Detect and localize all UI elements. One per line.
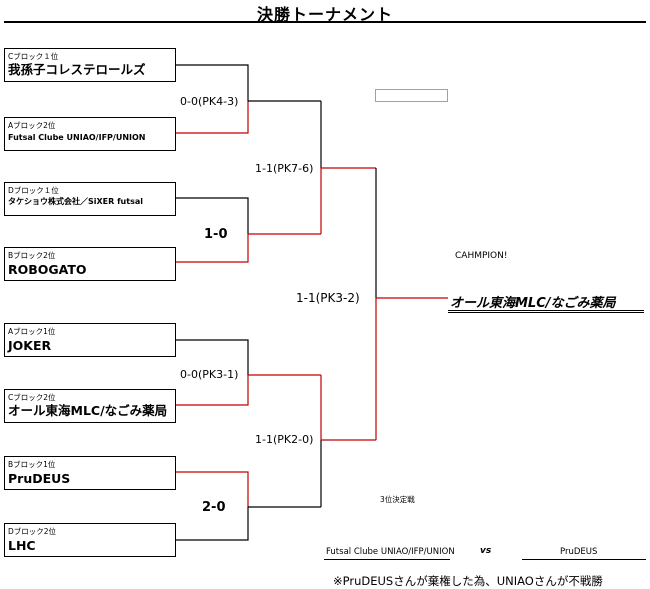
team-block-label: Cブロック１位 xyxy=(8,52,59,61)
score-sf2: 1-1(PK2-0) xyxy=(255,433,314,446)
champion-name: オール東海MLC/なごみ薬局 xyxy=(450,296,616,311)
score-qf4: 2-0 xyxy=(202,500,226,515)
third-place-vs: vs xyxy=(480,546,492,556)
third-place-team-left: Futsal Clube UNIAO/IFP/UNION xyxy=(326,547,455,557)
team-block-label: Dブロック１位 xyxy=(8,186,59,195)
team-box-7: Bブロック1位 PruDEUS xyxy=(4,456,176,490)
team-name: タケショウ株式会社／SiXER futsal xyxy=(8,197,143,206)
title-underline xyxy=(4,21,646,23)
team-name: 我孫子コレステロールズ xyxy=(8,62,146,77)
team-name: PruDEUS xyxy=(8,471,71,486)
team-name: Futsal Clube UNIAO/IFP/UNION xyxy=(8,133,146,142)
team-box-3: Dブロック１位 タケショウ株式会社／SiXER futsal xyxy=(4,182,176,216)
selected-cell[interactable] xyxy=(375,89,448,102)
third-place-rule-right xyxy=(522,559,646,560)
team-block-label: Bブロック2位 xyxy=(8,251,56,260)
team-box-5: Aブロック1位 JOKER xyxy=(4,323,176,357)
team-name: ROBOGATO xyxy=(8,262,87,277)
line-qf1-top xyxy=(176,64,249,101)
team-block-label: Cブロック2位 xyxy=(8,393,56,402)
line-qf4-bottom xyxy=(176,507,249,541)
third-place-rule-left xyxy=(324,559,450,560)
team-box-1: Cブロック１位 我孫子コレステロールズ xyxy=(4,48,176,82)
footnote: ※PruDEUSさんが棄権した為、UNIAOさんが不戦勝 xyxy=(333,574,603,588)
champion-underline xyxy=(448,310,644,313)
team-block-label: Aブロック2位 xyxy=(8,121,56,130)
score-sf1: 1-1(PK7-6) xyxy=(255,162,314,175)
line-qf2-top xyxy=(176,197,249,234)
score-qf1: 0-0(PK4-3) xyxy=(180,95,239,108)
line-qf1-bottom xyxy=(176,101,249,134)
team-name: JOKER xyxy=(8,338,52,353)
third-place-team-right: PruDEUS xyxy=(560,547,598,557)
line-qf4-top xyxy=(176,471,249,507)
score-qf2: 1-0 xyxy=(204,227,228,242)
team-block-label: Aブロック1位 xyxy=(8,327,56,336)
team-box-4: Bブロック2位 ROBOGATO xyxy=(4,247,176,281)
team-block-label: Dブロック2位 xyxy=(8,527,57,536)
team-name: オール東海MLC/なごみ薬局 xyxy=(8,403,168,418)
team-box-8: Dブロック2位 LHC xyxy=(4,523,176,557)
team-box-2: Aブロック2位 Futsal Clube UNIAO/IFP/UNION xyxy=(4,117,176,151)
line-qf2-bottom xyxy=(176,234,249,263)
line-qf3-bottom xyxy=(176,375,249,406)
third-place-title: 3位決定戦 xyxy=(380,495,415,504)
line-qf3-top xyxy=(176,339,249,375)
page-title: 決勝トーナメント xyxy=(256,5,393,24)
team-box-6: Cブロック2位 オール東海MLC/なごみ薬局 xyxy=(4,389,176,423)
team-block-label: Bブロック1位 xyxy=(8,460,56,469)
champion-label: CAHMPION! xyxy=(455,251,508,261)
score-qf3: 0-0(PK3-1) xyxy=(180,368,239,381)
score-final: 1-1(PK3-2) xyxy=(296,291,360,305)
team-name: LHC xyxy=(8,538,36,553)
